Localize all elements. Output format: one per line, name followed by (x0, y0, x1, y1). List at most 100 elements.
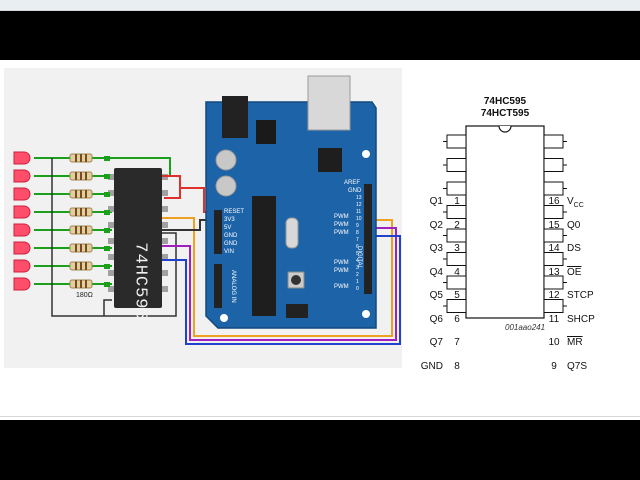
digital-pin-11: 11 (356, 209, 362, 215)
pwm-label-9: PWM (334, 230, 349, 236)
pin-box-7 (446, 275, 467, 290)
pin-number: 13 (548, 266, 560, 278)
capacitor (215, 175, 237, 197)
digital-pin-8: 8 (356, 230, 359, 236)
pin-name: SHCP (567, 313, 595, 325)
pin-name-text: Q7S (567, 360, 588, 372)
digital-pin-0: 0 (356, 286, 359, 292)
ground-wire (51, 158, 177, 317)
pin-number: 3 (454, 243, 460, 254)
pin-name: MR (567, 338, 583, 348)
digital-pin-5: 5 (356, 251, 359, 257)
pin-box-16 (543, 134, 564, 149)
pin-box-15 (543, 158, 564, 172)
pin-box-12 (543, 228, 564, 243)
pin-box-11 (543, 252, 564, 266)
pin-number: 15 (548, 219, 560, 231)
pin-name: DS (567, 244, 581, 254)
led (13, 277, 31, 291)
pin-name: Q5 (429, 290, 443, 301)
pin-name-text: MR (567, 337, 583, 348)
pin-number: 2 (454, 219, 460, 231)
pin-number: 11 (548, 313, 560, 325)
regulator (256, 120, 276, 144)
data-wire-blue (162, 235, 401, 345)
pin-number: 7 (454, 337, 460, 348)
pin-box-8 (446, 299, 467, 313)
data-wire-orange (162, 217, 393, 337)
pin-name: Q7 (429, 337, 443, 348)
pin-name: VCC (567, 196, 584, 210)
pin-name-text: SHCP (567, 313, 595, 325)
ic-outline (465, 125, 545, 319)
pin-box-3 (446, 181, 467, 196)
pin-name: GND (420, 360, 443, 372)
pin-box-4 (446, 205, 467, 219)
pin-name: Q2 (429, 219, 443, 231)
pin-number: 10 (548, 337, 560, 348)
pin-name-text: V (567, 196, 574, 207)
pin-box-5 (446, 228, 467, 243)
pin-box-9 (543, 299, 564, 313)
header-label-5v: 5V (224, 225, 232, 231)
pwm-label-11: PWM (334, 214, 349, 220)
pin-name: STCP (567, 291, 594, 301)
power-header (214, 210, 222, 254)
digital-pin-13: 13 (356, 195, 362, 201)
header-label-gnd: GND (224, 233, 238, 239)
digital-pin-6: 6 (356, 244, 359, 250)
usb-chip (318, 148, 342, 172)
crystal (285, 217, 299, 249)
pinout-title-74hct595: 74HCT595 (480, 108, 530, 119)
circuit-diagram (13, 75, 401, 345)
gnd-label: GND (348, 188, 362, 194)
pin-number: 6 (454, 313, 460, 325)
data-wire-purple (162, 227, 397, 341)
leds (13, 151, 31, 291)
digital-header (364, 184, 372, 294)
power-jack (222, 96, 248, 138)
pwm-label-6: PWM (334, 260, 349, 266)
pin-box-10 (543, 275, 564, 290)
pwm-label-10: PWM (334, 222, 349, 228)
pin-number: 9 (551, 360, 557, 372)
header-label-reset: RESET (224, 209, 245, 215)
header-label-3v3: 3V3 (224, 217, 235, 223)
digital-pin-1: 1 (356, 279, 359, 285)
resistor-value-label: 180Ω (76, 292, 93, 299)
led (13, 241, 31, 255)
digital-pin-4: 4 (356, 258, 359, 264)
led (13, 205, 31, 219)
pin-name: OE (567, 267, 581, 278)
pin-name: Q0 (567, 219, 581, 231)
pwm-label-5: PWM (334, 268, 349, 274)
led (13, 223, 31, 237)
pin-number: 8 (454, 360, 460, 372)
pin-box-2 (446, 158, 467, 172)
led (13, 259, 31, 273)
pin-number: 5 (454, 290, 460, 301)
pin-name-text: DS (567, 243, 581, 254)
pin-name-text: Q0 (567, 219, 581, 231)
pin-box-14 (543, 181, 564, 196)
pin-box-13 (543, 205, 564, 219)
resistors (69, 153, 93, 289)
pin-name: Q4 (429, 266, 443, 278)
pin-name: Q1 (429, 196, 443, 207)
analog-header (214, 264, 222, 308)
led (13, 169, 31, 183)
analog-in-label: ANALOG IN (230, 270, 236, 303)
pin-name-text: STCP (567, 290, 594, 301)
digital-pin-12: 12 (356, 202, 362, 208)
pin-box-1 (446, 134, 467, 149)
header-label-vin: VIN (224, 249, 235, 255)
pin-name: Q7S (567, 360, 588, 372)
led (13, 151, 31, 165)
ic-notch (498, 125, 512, 133)
digital-pin-9: 9 (356, 223, 359, 229)
pin-box-6 (446, 252, 467, 266)
capacitor (215, 149, 237, 171)
canvas-frame: 74HC595 180Ω RESET 3V3 5V GND GND VIN AN… (0, 60, 640, 420)
header-label-gnd-2: GND (224, 241, 238, 247)
microcontroller-chip (252, 196, 276, 316)
